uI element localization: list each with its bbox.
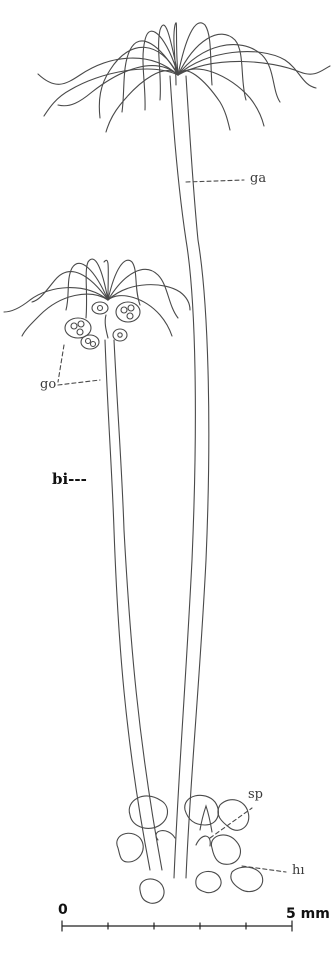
label-ga: ga (250, 172, 266, 185)
scale-bar (62, 921, 292, 931)
scale-start-label: 0 (58, 902, 68, 918)
label-bi: bi--- (52, 472, 87, 487)
label-sp: sp (248, 788, 263, 801)
label-go: go (40, 378, 56, 391)
small-polyp-stalk (105, 340, 162, 870)
label-hi: hı (292, 864, 305, 877)
scale-end-label: 5 mm (286, 906, 330, 922)
large-polyp-tentacles (38, 23, 330, 132)
large-polyp-stalk (170, 76, 209, 878)
small-polyp-tentacles (4, 259, 190, 336)
gonophores (65, 302, 140, 349)
leader-lines (58, 180, 286, 872)
